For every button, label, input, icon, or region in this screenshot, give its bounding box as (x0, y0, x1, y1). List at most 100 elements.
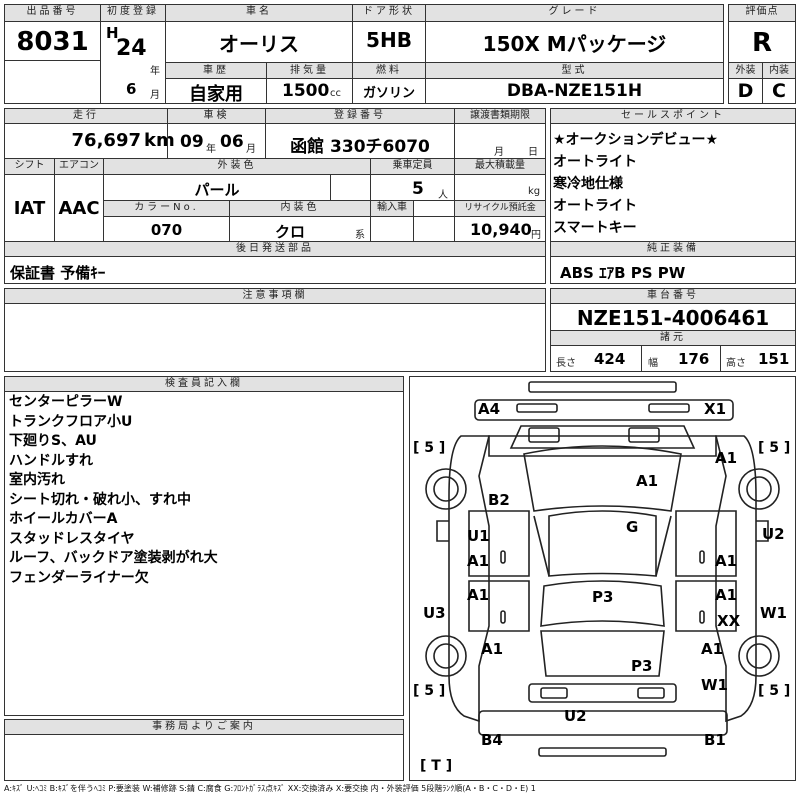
right-body (714, 435, 757, 723)
width-label: 幅 (648, 358, 658, 369)
inspector-note: ルーフ、バックドア塗装剥がれ大 (9, 550, 218, 566)
int-color-label: 内装色 (230, 201, 370, 216)
right-mirror (756, 520, 769, 542)
damage-code: A1 (481, 640, 504, 658)
inspection-year-unit: 年 (206, 144, 216, 155)
damage-code: XX (717, 612, 741, 630)
inspection-label: 車検 (168, 109, 265, 123)
int-score: C (772, 80, 786, 102)
tire-front-right: [ 5 ] (758, 440, 791, 456)
color-no-value: 070 (150, 221, 183, 239)
lot-number: 8031 (16, 27, 89, 57)
length-label: 長さ (556, 358, 576, 369)
ext-score-label: 外装 (729, 63, 762, 78)
damage-code: A1 (715, 449, 738, 467)
equipment-value: ABS ｴｱB PS PW (560, 264, 686, 282)
rear-glass (540, 580, 665, 627)
transfer-label: 譲渡書類期限 (455, 109, 545, 123)
later-parts-value: 保証書 予備ｷｰ (10, 264, 106, 282)
damage-code: U1 (467, 527, 490, 545)
sales-point-item: スマートキー (553, 220, 637, 236)
left-front-door (468, 510, 530, 577)
inspection-month-unit: 月 (246, 144, 256, 155)
model-value: DBA-NZE151H (506, 81, 643, 101)
left-rear-door (468, 580, 530, 632)
score-value: R (751, 28, 773, 58)
hood (509, 425, 696, 449)
inspector-note: フェンダーライナー欠 (9, 569, 149, 586)
roof (548, 510, 657, 577)
score-label: 評価点 (729, 5, 795, 21)
inspector-note: シート切れ・破れ小、すれ中 (9, 491, 191, 508)
fuel-label: 燃料 (353, 63, 425, 78)
mileage-unit: km (144, 130, 175, 151)
inspection-month: 06 (220, 132, 244, 152)
right-front-door (675, 510, 737, 577)
chassis-label: 車台番号 (551, 289, 795, 303)
inspector-note: 室内汚れ (9, 472, 65, 488)
ext-color-label: 外装色 (104, 159, 370, 174)
damage-code: P3 (592, 588, 614, 606)
damage-code: W1 (760, 604, 787, 622)
tire-rear-right: [ 5 ] (758, 683, 791, 699)
legend: A:ｷｽﾞ U:ﾍｺﾐ B:ｷｽﾞを伴うﾍｺﾐ P:要塗装 W:補修跡 S:錆 … (4, 784, 536, 793)
car-diagram (425, 381, 780, 757)
car-name: オーリス (219, 32, 299, 56)
first-reg-year: 24 (116, 36, 147, 61)
sales-point-item: オートライト (553, 154, 637, 170)
inspector-note: トランクフロア小U (9, 413, 133, 430)
damage-code: A1 (467, 586, 490, 604)
office-label: 事務局よりご案内 (5, 720, 403, 734)
color-no-label: カラーNo. (104, 201, 229, 216)
right-rear-door (675, 580, 737, 632)
windshield (523, 445, 682, 512)
first-reg-month: 6 (126, 80, 137, 98)
first-reg-year-unit: 年 (150, 66, 160, 77)
transfer-month-unit: 月 (494, 147, 504, 158)
later-parts-label: 後日発送部品 (5, 242, 545, 256)
sales-point-item: 寒冷地仕様 (553, 176, 623, 192)
mileage-value: 76,697 (71, 130, 141, 151)
ext-color-value: パール (194, 181, 240, 199)
grade-value: 150X Mパッケージ (482, 32, 667, 56)
inspector-note: スタッドレスタイヤ (9, 530, 135, 547)
first-reg-month-unit: 月 (150, 90, 160, 101)
damage-code: B2 (488, 491, 510, 509)
damage-code: B4 (481, 731, 503, 749)
chassis-number: NZE151-4006461 (576, 306, 770, 330)
sales-points-label: セールスポイント (551, 109, 795, 123)
int-color-suffix: 系 (355, 230, 365, 241)
sales-point-item: ★オークションデビュー★ (553, 132, 719, 148)
sales-points-list: ★オークションデビュー★オートライト寒冷地仕様オートライトスマートキー (553, 129, 793, 239)
shift-label: シフト (5, 159, 54, 174)
ext-score: D (737, 80, 754, 102)
wheel-rear-right (738, 635, 780, 677)
damage-code: A4 (478, 400, 501, 418)
import-label: 輸入車 (371, 201, 413, 216)
damage-code: X1 (704, 400, 727, 418)
height-value: 151 (758, 350, 790, 368)
damage-code: W1 (701, 676, 728, 694)
damage-code: U2 (762, 525, 785, 543)
inspector-note: センターピラーW (9, 394, 123, 410)
max-load-unit: kg (528, 186, 541, 197)
sales-point-item: オートライト (553, 198, 637, 214)
inspector-note: ホイールカバーA (9, 511, 118, 527)
dims-label: 諸元 (551, 331, 795, 345)
model-label: 型式 (426, 63, 723, 78)
inspection-year: 09 (180, 132, 204, 152)
damage-code: A1 (715, 552, 738, 570)
displacement-value: 1500 (282, 81, 330, 101)
recycle-unit: 円 (531, 230, 541, 241)
int-color-value: クロ (274, 223, 305, 241)
rear-underbody (478, 710, 728, 736)
fuel-value: ガソリン (362, 86, 415, 101)
displacement-label: 排気量 (267, 63, 352, 78)
aircon-label: エアコン (55, 159, 103, 174)
damage-code: B1 (704, 731, 726, 749)
history-label: 車歴 (166, 63, 266, 78)
mileage-label: 走行 (5, 109, 167, 123)
inspector-box (4, 376, 404, 716)
diagram-box (409, 376, 796, 781)
damage-code: A1 (701, 640, 724, 658)
